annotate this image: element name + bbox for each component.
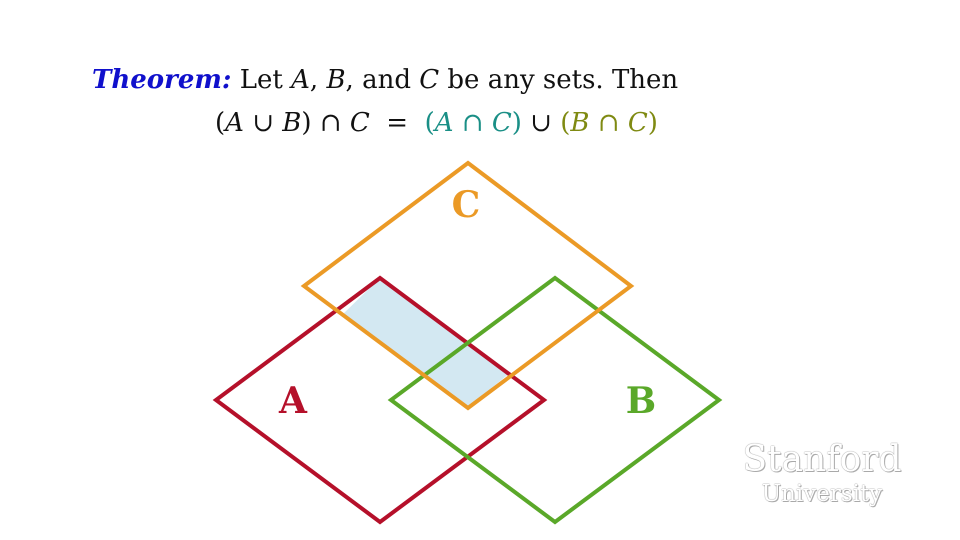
watermark-line-1: Stanford [742, 439, 902, 480]
text-segment: Let [231, 65, 292, 95]
var-c: C [627, 108, 648, 138]
paren: ( [424, 108, 435, 138]
set-b-diamond [387, 275, 723, 525]
text-segment: be any sets. Then [439, 65, 679, 95]
var-a: A [291, 65, 310, 95]
highlight-region [341, 278, 510, 407]
text-segment: , [309, 65, 327, 95]
var-b: B [282, 108, 302, 138]
intersect-op: ∩ [589, 108, 628, 138]
var-c: C [419, 65, 440, 95]
union-op: ∪ [243, 108, 283, 138]
var-b: B [570, 108, 590, 138]
paren: ( [215, 108, 226, 138]
theorem-line-2: (A ∪ B) ∩ C = (A ∩ C) ∪ (B ∩ C) [215, 107, 658, 139]
var-c: C [491, 108, 512, 138]
lhs-expression: (A ∪ B) ∩ C [215, 108, 370, 138]
set-a-diamond [212, 275, 548, 525]
watermark-line-2: University [761, 481, 883, 507]
var-b: B [326, 65, 346, 95]
set-c-diamond [300, 160, 635, 411]
a-intersect-c-expression: (A ∩ C) [425, 108, 522, 138]
var-a: A [225, 108, 244, 138]
b-intersect-c-expression: (B ∩ C) [560, 108, 658, 138]
var-c: C [349, 108, 370, 138]
theorem-line-1: Theorem: Let A, B, and C be any sets. Th… [92, 64, 678, 96]
paren: ( [560, 108, 571, 138]
set-a-label: A [278, 380, 308, 422]
union-op: ∪ [521, 108, 561, 138]
theorem-label: Theorem: [92, 65, 232, 95]
intersect-op: ∩ [453, 108, 492, 138]
intersect-op: ) ∩ [301, 108, 350, 138]
equals-sign: = [369, 108, 425, 138]
set-b-label: B [626, 380, 656, 422]
text-segment: , and [345, 65, 420, 95]
paren: ) [647, 108, 658, 138]
paren: ) [511, 108, 522, 138]
stanford-university-watermark: Stanford University [736, 440, 908, 508]
set-c-label: C [452, 184, 481, 226]
var-a: A [434, 108, 454, 138]
